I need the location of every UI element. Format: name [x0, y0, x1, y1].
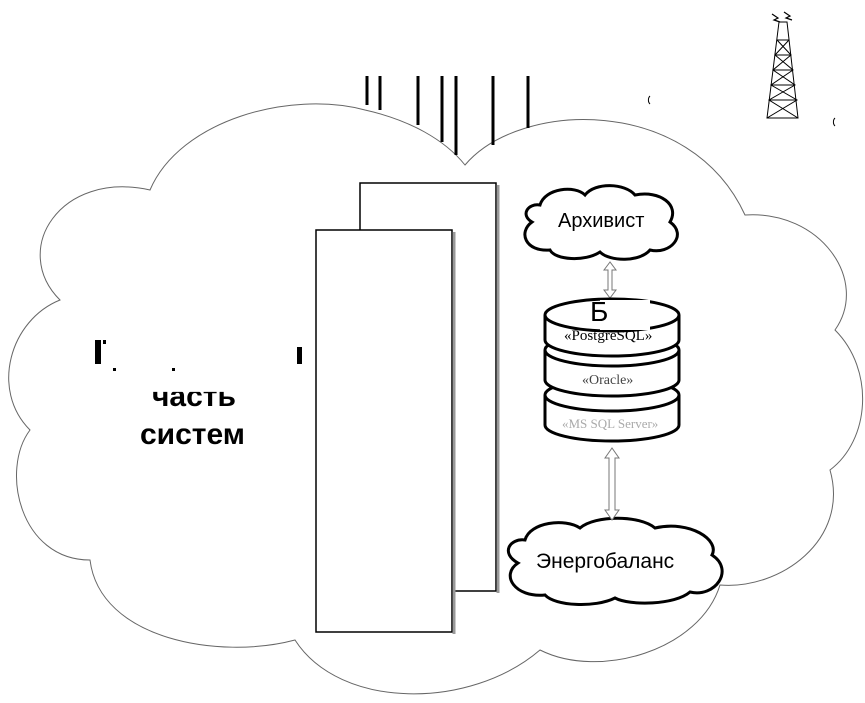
- system-block-front: [315, 229, 453, 633]
- db-layer-oracle: «Oracle»: [582, 373, 634, 388]
- energy-balance-label: Энергобаланс: [536, 550, 675, 573]
- energy-cloud: [506, 516, 724, 606]
- archivist-label: Архивист: [558, 210, 645, 232]
- radio-tower-icon: [766, 11, 799, 119]
- db-layer-mssql: «MS SQL Server»: [562, 416, 659, 431]
- archivist-cloud: [523, 184, 679, 261]
- signal-mark: [647, 95, 651, 105]
- signal-mark: [832, 117, 836, 127]
- db-title: Б: [590, 296, 609, 327]
- left-label-line-1: часть: [152, 380, 236, 413]
- left-label-fragments: [95, 340, 302, 371]
- top-bars: [365, 76, 530, 155]
- db-energy-arrow: [604, 447, 620, 521]
- db-layer-postgresql: «PostgreSQL»: [564, 328, 653, 344]
- left-label-line-2: систем: [140, 418, 245, 451]
